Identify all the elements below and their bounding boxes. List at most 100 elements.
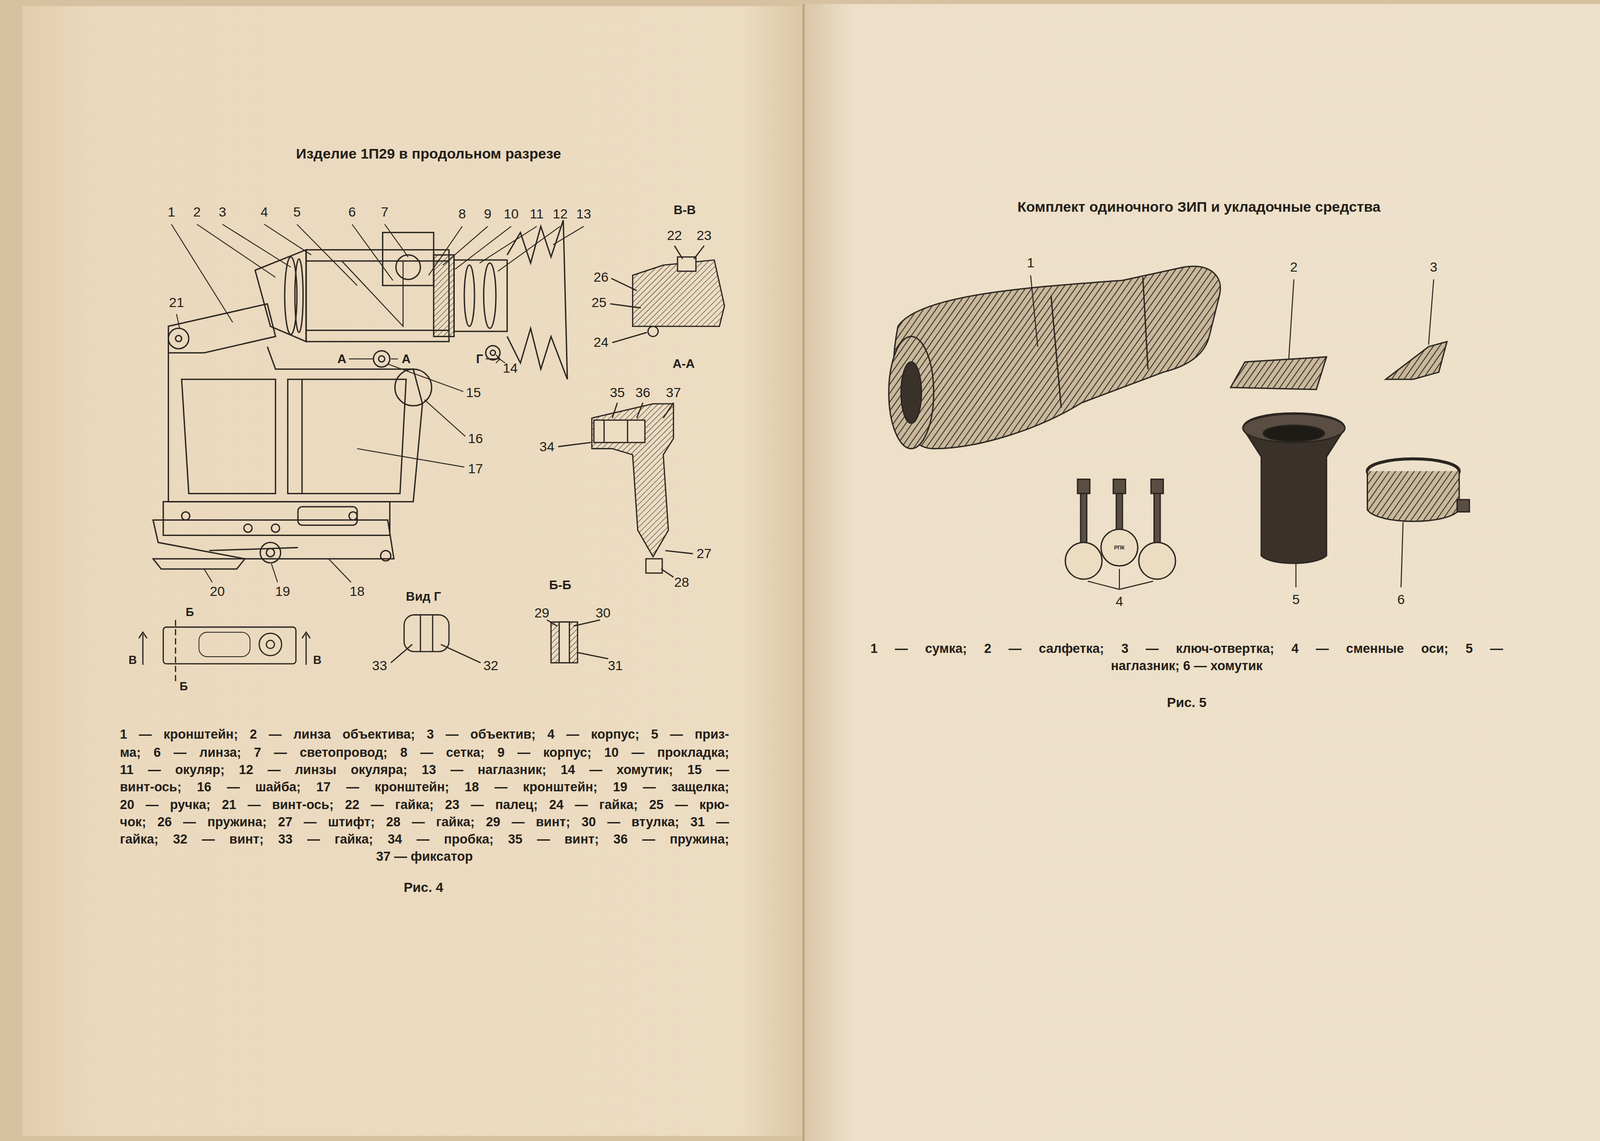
pages xyxy=(22,6,804,1137)
legend-line: ма; 6 — линза; 7 — светопровод; 8 — сетк… xyxy=(119,745,729,761)
legend-line: 37 — фиксатор xyxy=(376,849,473,865)
legend-line: 1 — сумка; 2 — салфетка; 3 — ключ-отверт… xyxy=(870,641,1503,657)
section-drawings xyxy=(693,245,704,260)
callout-number: 7 xyxy=(380,204,389,220)
sight-drawing xyxy=(163,501,391,536)
spares-drawings xyxy=(1113,479,1126,494)
sight-drawing xyxy=(243,524,253,533)
callout-number: 32 xyxy=(483,658,499,674)
section-drawings xyxy=(636,402,644,419)
legend-line: гайка; 32 — винт; 33 — гайка; 34 — пробк… xyxy=(119,832,729,848)
section-drawings xyxy=(305,634,308,666)
leader-lines xyxy=(442,226,488,266)
callout-number: 33 xyxy=(372,658,388,674)
callout-number: 3 xyxy=(218,204,227,220)
section-drawings xyxy=(259,633,282,657)
sight-drawing xyxy=(181,512,190,521)
sight-drawing xyxy=(168,328,189,349)
section-drawings xyxy=(266,640,275,649)
section-drawings xyxy=(440,644,481,663)
callout-number: В xyxy=(128,653,137,668)
spares-drawings xyxy=(1065,542,1103,580)
callout-number: Б-Б xyxy=(549,578,572,593)
spares-drawings xyxy=(1457,499,1470,513)
leader-lines xyxy=(485,355,501,364)
callout-number: 1 xyxy=(167,204,176,220)
sight-drawing xyxy=(378,356,385,363)
callout-number: Г xyxy=(475,352,484,367)
sight-drawing xyxy=(168,303,276,353)
sight-drawing xyxy=(294,259,303,333)
section-drawings xyxy=(138,632,148,639)
callout-number: 31 xyxy=(607,658,623,674)
section-drawings xyxy=(432,615,434,653)
spares-drawings xyxy=(1030,275,1434,590)
leader-lines xyxy=(196,224,276,278)
section-drawings xyxy=(163,627,297,665)
section-drawings xyxy=(591,403,674,557)
callout-number: 5 xyxy=(1292,592,1301,608)
sight-drawing xyxy=(271,524,280,533)
leader-lines xyxy=(387,364,464,392)
sight-drawing xyxy=(209,547,299,551)
sight-drawing xyxy=(341,261,403,327)
sight-drawing xyxy=(175,335,182,342)
section-drawings xyxy=(661,569,674,578)
section-drawings xyxy=(626,420,629,443)
sight-drawing xyxy=(306,329,449,332)
callout-number: А-А xyxy=(672,356,695,372)
spares-drawings xyxy=(1030,275,1038,347)
section-drawings xyxy=(611,278,637,291)
sight-drawing xyxy=(483,263,496,329)
section-drawings xyxy=(593,420,645,443)
callout-number: 25 xyxy=(591,295,607,311)
section-drawings xyxy=(610,303,641,309)
section-drawings xyxy=(174,620,177,682)
leader-lines xyxy=(176,314,180,329)
spares-drawings xyxy=(1263,425,1325,442)
sight-drawing xyxy=(152,220,568,570)
leader-lines xyxy=(297,224,358,286)
section-drawings xyxy=(573,620,600,627)
sight-drawing xyxy=(181,379,276,494)
spares-drawings xyxy=(1243,413,1346,564)
section-drawings xyxy=(612,402,618,419)
section-drawings xyxy=(577,652,609,659)
callout-number: 19 xyxy=(275,584,290,600)
callout-number: 14 xyxy=(502,360,518,377)
callout-number: Комплект одиночного ЗИП и укладочные сре… xyxy=(1017,198,1381,216)
spares-drawings xyxy=(1138,542,1176,580)
callout-number: 28 xyxy=(674,575,690,591)
sight-drawing xyxy=(287,379,407,494)
sight-drawing xyxy=(395,254,421,280)
callout-number: 24 xyxy=(593,334,609,351)
page-heading: Изделие 1П29 в продольном разрезе xyxy=(296,145,562,163)
spares-drawings xyxy=(1230,356,1327,390)
spares-drawings xyxy=(1119,581,1153,590)
section-drawings xyxy=(559,621,570,663)
leader-lines xyxy=(204,569,213,583)
callout-number: 29 xyxy=(534,605,550,622)
callout-number: 23 xyxy=(696,228,712,244)
callout-number: Б xyxy=(185,605,194,620)
callout-number: 5 xyxy=(293,204,301,220)
callout-number: 4 xyxy=(1115,594,1124,610)
spares-drawings xyxy=(1151,479,1164,494)
callout-number: А xyxy=(401,352,411,367)
callout-number: 16 xyxy=(468,431,484,447)
spares-drawings xyxy=(1087,581,1120,590)
spares-drawings xyxy=(1080,493,1087,545)
spares-drawings xyxy=(893,266,1221,449)
sight-drawing xyxy=(254,250,306,343)
spares-drawings xyxy=(888,336,934,449)
sight-drawing xyxy=(380,550,391,561)
section-drawings xyxy=(198,632,250,657)
callout-number: В xyxy=(313,653,322,668)
leader-lines xyxy=(479,226,537,264)
legend-line: 1 — кронштейн; 2 — линза объектива; 3 — … xyxy=(119,727,729,743)
callout-number: 6 xyxy=(1397,592,1405,608)
callout-number: 36 xyxy=(635,385,651,401)
legend-line: 20 — ручка; 21 — винт-ось; 22 — гайка; 2… xyxy=(119,797,729,813)
